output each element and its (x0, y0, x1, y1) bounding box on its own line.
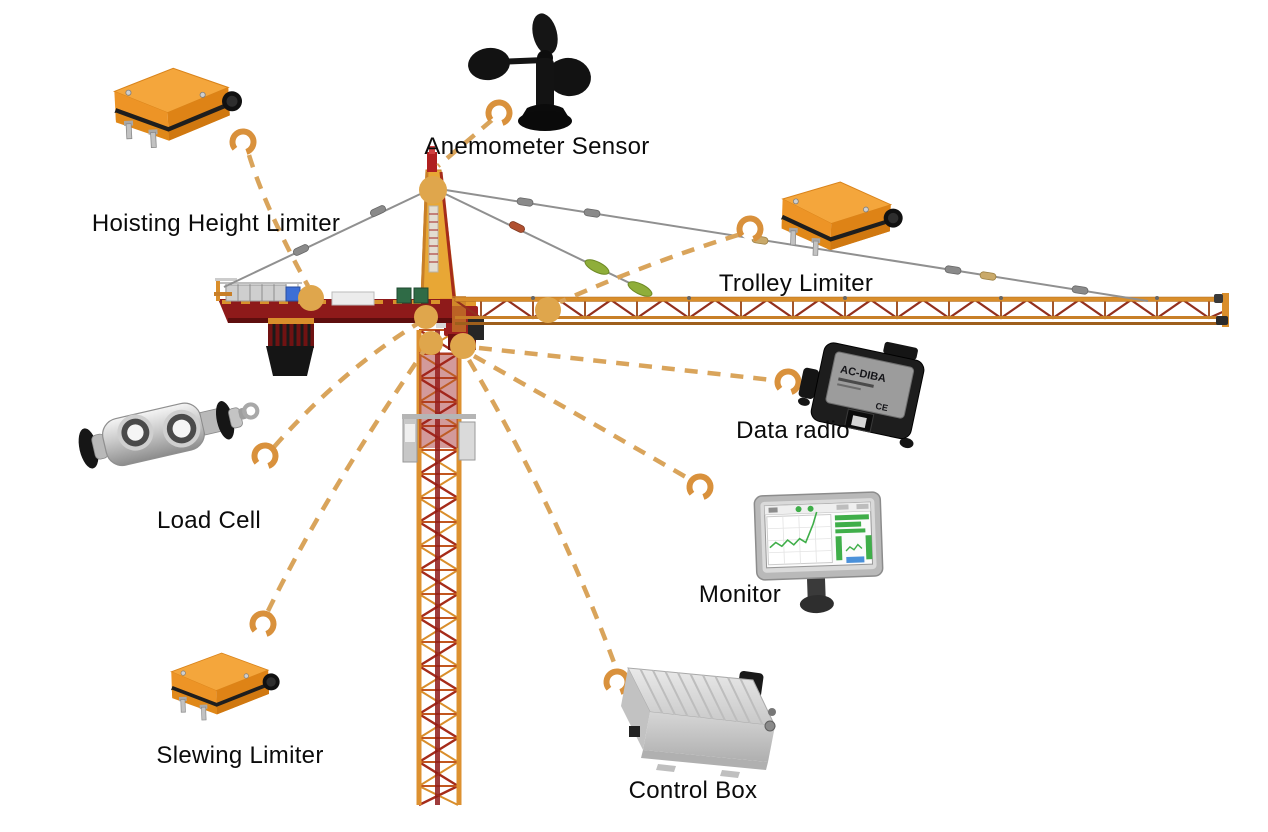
marker-dot-apex (419, 176, 447, 204)
marker-ring-load-cell (251, 442, 279, 470)
crane-counter-jib (214, 278, 452, 376)
data-radio-ce-mark: CE (875, 401, 889, 413)
hoisting-height-limiter-image (113, 65, 244, 150)
marker-ring-data-radio (774, 368, 802, 396)
marker-dot-turntable-left (414, 305, 438, 329)
connector-line-load-cell (272, 322, 419, 449)
control-box-image (621, 667, 776, 778)
slewing-limiter-label: Slewing Limiter (156, 742, 324, 769)
anemometer-sensor-label: Anemometer Sensor (424, 133, 650, 160)
crane-mast (402, 328, 476, 807)
connector-line-slewing-limiter (265, 349, 426, 612)
tower-crane-illustration (214, 146, 1229, 807)
crane-tower-head (420, 146, 457, 301)
marker-ring-anemometer (485, 99, 513, 127)
load-cell-label: Load Cell (156, 507, 262, 534)
marker-ring-hoisting-height-limiter (229, 128, 257, 156)
crane-tie-bars (223, 187, 1149, 302)
marker-ring-monitor (686, 473, 714, 501)
marker-dot-turntable-lower-right (450, 333, 476, 359)
load-cell-image (78, 400, 260, 469)
marker-dot-turntable-lower-left (419, 331, 443, 355)
connector-lines (246, 118, 773, 669)
crane-jib (454, 293, 1229, 327)
control-box-label: Control Box (628, 777, 758, 804)
hoisting-height-limiter-label: Hoisting Height Limiter (91, 210, 341, 237)
connector-line-hoisting-height-limiter (246, 154, 310, 288)
connector-line-trolley-limiter (559, 232, 739, 305)
marker-rings (229, 99, 802, 696)
marker-dots (298, 176, 561, 359)
data-radio-label: Data radio (736, 417, 850, 444)
marker-dot-jib (535, 297, 561, 323)
data-radio-image: AC-DIBA CE (797, 341, 925, 449)
monitor-label: Monitor (698, 581, 782, 608)
connector-line-monitor (472, 354, 693, 482)
connector-line-data-radio (478, 345, 773, 383)
marker-ring-trolley-limiter (736, 215, 764, 243)
connector-line-anemometer (436, 118, 494, 168)
trolley-limiter-label: Trolley Limiter (718, 270, 874, 297)
marker-ring-slewing-limiter (249, 610, 277, 638)
slewing-limiter-image (171, 651, 281, 721)
marker-dot-counter-jib (298, 285, 324, 311)
connector-line-control-box (467, 358, 619, 669)
anemometer-sensor-image (468, 13, 591, 131)
marker-ring-control-box (603, 668, 631, 696)
monitor-image (753, 491, 884, 614)
